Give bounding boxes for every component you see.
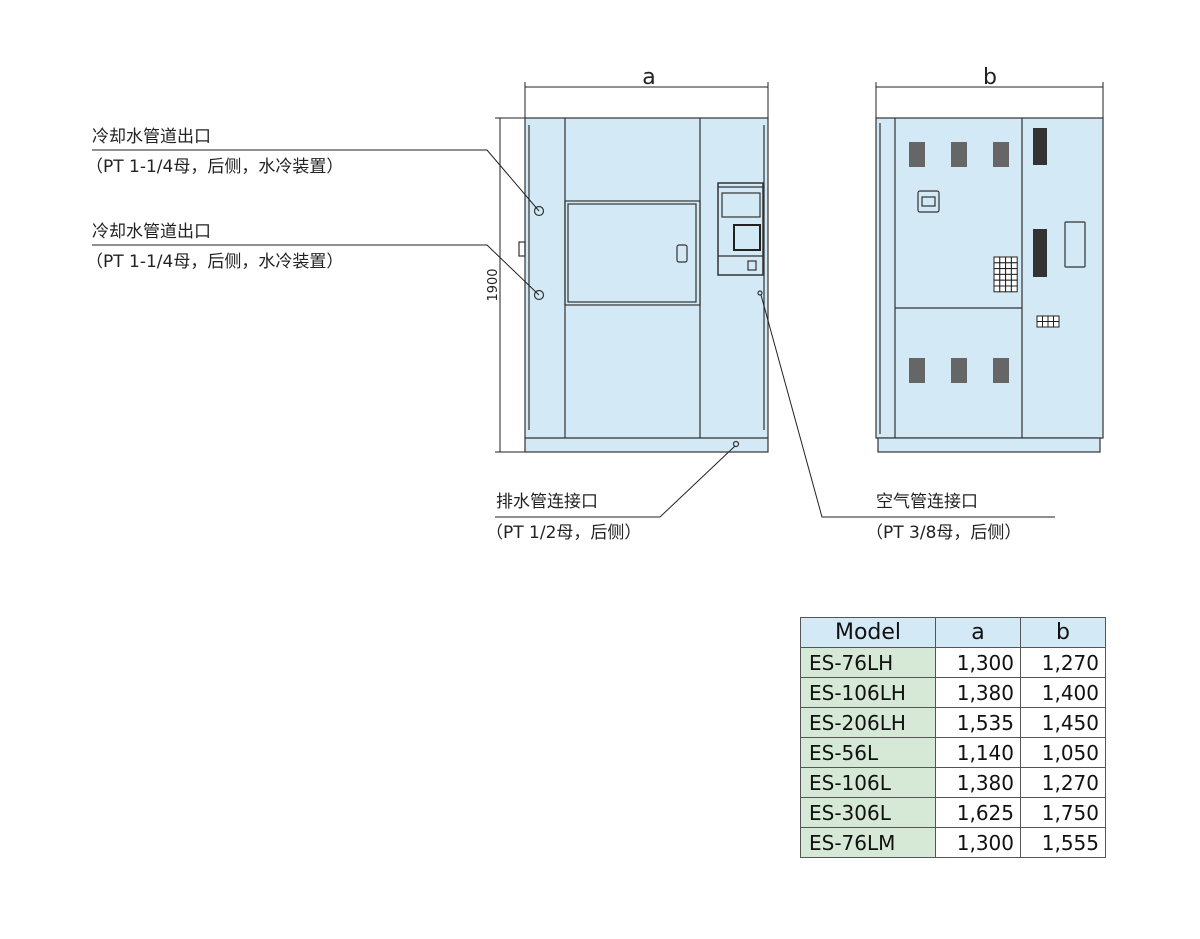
power-switch-box (917, 190, 940, 213)
dimension-a-label: a (642, 65, 655, 90)
grid-cell (1010, 262, 1018, 270)
grid-cell (1005, 256, 1012, 264)
cooling-outlet-1-title: 冷却水管道出口 (92, 127, 211, 147)
grid-cell (993, 285, 1001, 293)
grid-cell (993, 279, 1001, 287)
cell-model: ES-306L (800, 797, 936, 828)
grid-cell (1042, 315, 1049, 322)
grid-cell (999, 273, 1007, 281)
grid-cell (993, 256, 1001, 264)
grid-cell (999, 262, 1007, 270)
chamber-door-window (564, 200, 701, 306)
air-title: 空气管连接口 (876, 492, 978, 512)
header-b: b (1020, 617, 1106, 648)
leader-lines (92, 149, 1055, 518)
cell-a: 1,380 (935, 767, 1021, 798)
grid-cell (993, 268, 1001, 275)
grid-cell (1010, 273, 1018, 281)
cell-model: ES-56L (800, 737, 936, 768)
grid-cell (999, 256, 1007, 264)
cooling-outlet-port-2 (533, 289, 545, 301)
table-header-row: Model a b (800, 617, 1106, 648)
cooling-outlet-2-detail: （PT 1-1/4母，后侧，水冷装置） (86, 252, 343, 272)
cell-b: 1,450 (1020, 707, 1106, 738)
grid-cell (1010, 279, 1018, 287)
grid-cell (1005, 279, 1012, 287)
grid-cell (1036, 321, 1043, 328)
side-knob (518, 241, 526, 257)
small-vent-grid (1036, 315, 1060, 328)
side-panel-window (1064, 221, 1086, 268)
cell-b: 1,400 (1020, 677, 1106, 708)
grid-cell (1047, 315, 1054, 322)
header-model: Model (800, 617, 936, 648)
cell-model: ES-106L (800, 767, 936, 798)
grid-cell (1010, 285, 1018, 293)
dimension-b-label: b (983, 65, 997, 90)
vent-grid (993, 256, 1018, 293)
cell-model: ES-206LH (800, 707, 936, 738)
cell-model: ES-76LM (800, 827, 936, 858)
cooling-outlet-1-detail: （PT 1-1/4母，后侧，水冷装置） (86, 157, 343, 177)
grid-cell (1053, 321, 1060, 328)
cell-b: 1,270 (1020, 767, 1106, 798)
cell-a: 1,380 (935, 677, 1021, 708)
cell-a: 1,535 (935, 707, 1021, 738)
side-view: b (875, 65, 1104, 453)
vents (909, 128, 1047, 383)
side-cabinet (875, 117, 1104, 439)
drain-detail: （PT 1/2母，后侧） (486, 523, 641, 543)
grid-cell (1005, 285, 1012, 293)
grid-cell (999, 268, 1007, 275)
grid-cell (1010, 268, 1018, 275)
cell-a: 1,625 (935, 797, 1021, 828)
grid-cell (1005, 262, 1012, 270)
cell-b: 1,555 (1020, 827, 1106, 858)
header-a: a (935, 617, 1021, 648)
grid-cell (1036, 315, 1043, 322)
front-view: a 1900 (486, 65, 769, 453)
grid-cell (999, 285, 1007, 293)
cell-b: 1,750 (1020, 797, 1106, 828)
cooling-outlet-port-1 (533, 205, 545, 217)
cooling-outlet-2-title: 冷却水管道出口 (92, 222, 211, 242)
grid-cell (993, 273, 1001, 281)
control-screen (721, 192, 761, 218)
control-panel (717, 182, 764, 276)
grid-cell (993, 262, 1001, 270)
door-handle (676, 244, 688, 263)
grid-cell (999, 279, 1007, 287)
air-detail: （PT 3/8母，后侧） (866, 523, 1021, 543)
grid-cell (1005, 268, 1012, 275)
cell-a: 1,300 (935, 827, 1021, 858)
cell-model: ES-106LH (800, 677, 936, 708)
drain-title: 排水管连接口 (496, 492, 598, 512)
cell-a: 1,300 (935, 647, 1021, 678)
drain-port (732, 440, 740, 448)
cell-a: 1,140 (935, 737, 1021, 768)
grid-cell (1053, 315, 1060, 322)
grid-cell (1005, 273, 1012, 281)
cell-b: 1,050 (1020, 737, 1106, 768)
grid-cell (1010, 256, 1018, 264)
height-label: 1900 (486, 268, 501, 301)
air-port (757, 290, 763, 296)
front-cabinet (524, 117, 769, 453)
grid-cell (1047, 321, 1054, 328)
grid-cell (1042, 321, 1049, 328)
cell-b: 1,270 (1020, 647, 1106, 678)
cell-model: ES-76LH (800, 647, 936, 678)
